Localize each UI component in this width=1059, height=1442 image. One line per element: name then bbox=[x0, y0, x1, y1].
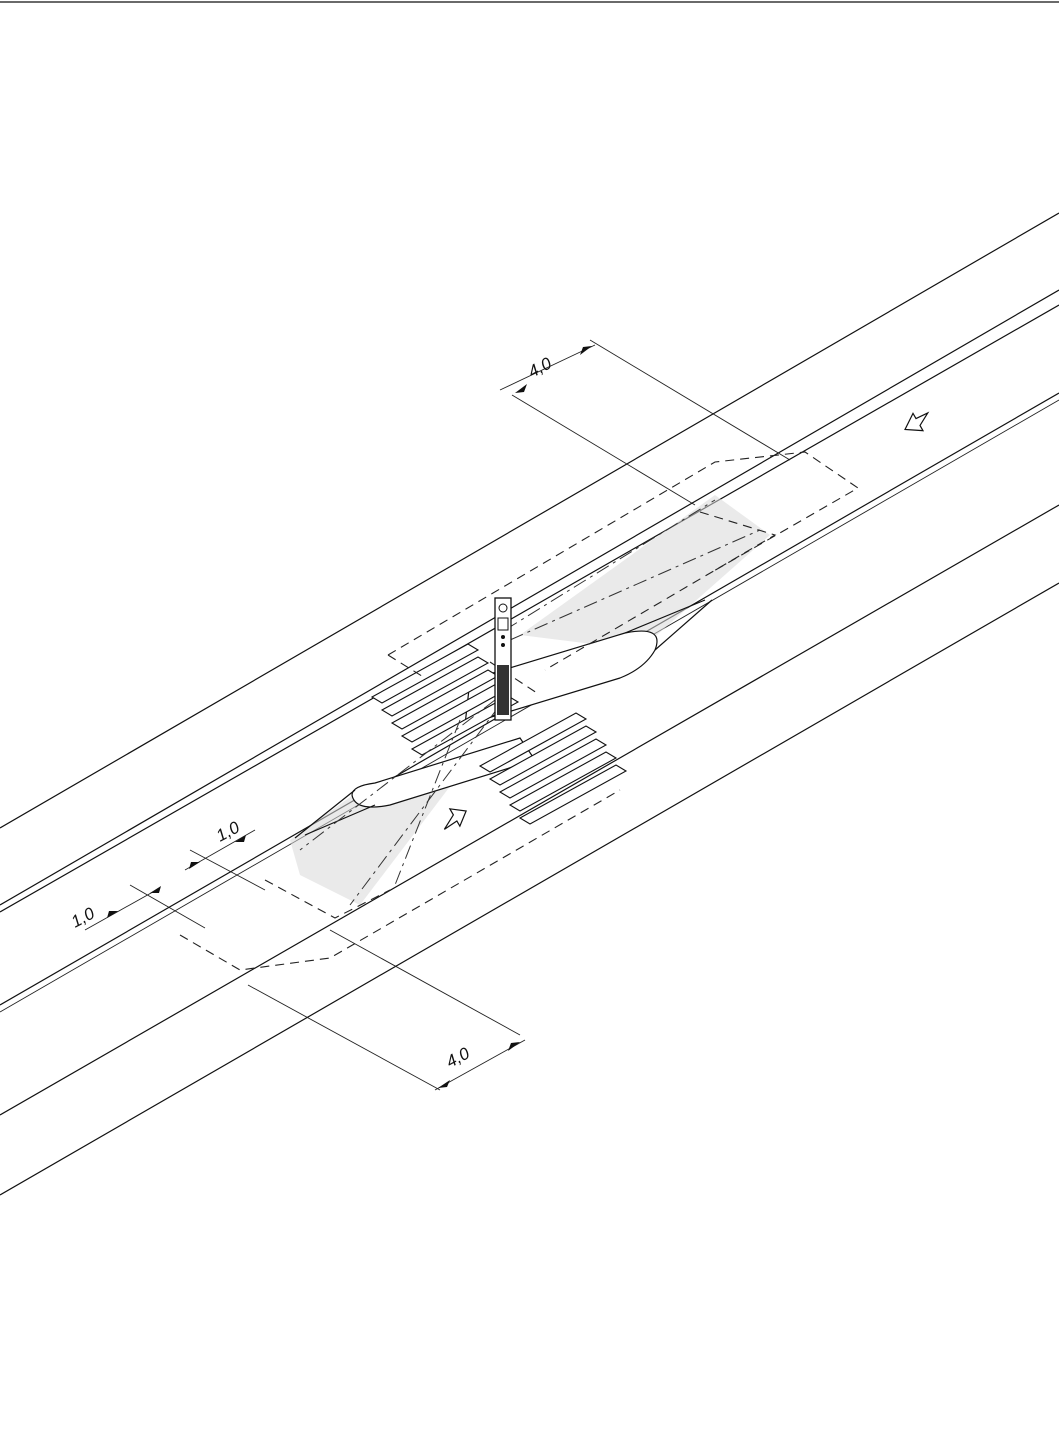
dimension-line bbox=[499, 344, 596, 391]
road-edge-7 bbox=[0, 582, 1059, 1196]
zone-upper bbox=[520, 495, 770, 650]
extension-line bbox=[189, 849, 266, 891]
extension-line bbox=[247, 984, 441, 1091]
dimension-offset-inner: 1,0 bbox=[184, 817, 266, 891]
extension-line bbox=[511, 394, 696, 506]
direction-arrow-icon bbox=[443, 808, 467, 830]
dimension-arrowhead bbox=[150, 886, 161, 893]
zebra-stripe bbox=[508, 751, 618, 812]
zebra-lower bbox=[478, 712, 628, 825]
extension-line bbox=[329, 929, 521, 1036]
pole-hatched-base bbox=[497, 665, 509, 715]
road-edge-2 bbox=[0, 289, 1059, 906]
island-lower bbox=[351, 737, 536, 808]
zebra-stripe bbox=[380, 656, 490, 717]
visibility-zones bbox=[290, 495, 770, 905]
dashed-outlines bbox=[179, 451, 860, 971]
sight-lines bbox=[299, 499, 761, 906]
dashed-lower-inner bbox=[264, 879, 391, 919]
zebra-stripe bbox=[498, 738, 608, 799]
zebra-stripe bbox=[518, 764, 628, 825]
dimension-arrowhead bbox=[508, 1042, 520, 1051]
dashed-upper-edge bbox=[387, 654, 426, 679]
dimension-label-offset-outer: 1,0 bbox=[68, 903, 98, 931]
dimension-arrowhead bbox=[235, 835, 246, 842]
island-upper-taper-2 bbox=[654, 599, 713, 651]
dimension-label-top: 4,0 bbox=[525, 353, 555, 381]
zebra-stripe bbox=[478, 712, 588, 773]
dimension-arrowhead bbox=[438, 1080, 450, 1088]
signal-dot-icon bbox=[501, 643, 505, 647]
sight-line bbox=[349, 704, 501, 906]
dimension-arrowhead bbox=[189, 862, 200, 869]
dashed-center-edge bbox=[489, 661, 541, 696]
dimension-offset-outer: 1,0 bbox=[68, 884, 206, 932]
island-upper-taper bbox=[624, 599, 706, 634]
dimension-label-bottom: 4,0 bbox=[443, 1043, 473, 1071]
zebra-upper bbox=[370, 643, 520, 756]
road-edge-6 bbox=[0, 504, 1059, 1116]
road-edge-1 bbox=[0, 212, 1059, 829]
dashed-upper-inner bbox=[544, 511, 777, 671]
sight-line bbox=[509, 529, 761, 641]
zone-lower bbox=[290, 760, 470, 905]
signal-pole bbox=[494, 597, 512, 721]
signal-lamp-icon bbox=[498, 603, 508, 613]
signal-head-icon bbox=[497, 617, 509, 631]
direction-arrow-icon bbox=[904, 411, 930, 432]
zebra-stripe bbox=[488, 725, 598, 786]
dimension-top: 4,0 bbox=[499, 339, 791, 506]
zebra-stripe bbox=[370, 643, 480, 704]
island-lower-taper bbox=[294, 789, 356, 839]
dimension-line bbox=[84, 887, 161, 931]
road-edge-3 bbox=[0, 304, 1059, 913]
extension-line bbox=[589, 339, 791, 461]
dashed-lower-outer bbox=[179, 789, 621, 971]
dimension-arrowhead bbox=[107, 911, 118, 918]
extension-line bbox=[129, 884, 206, 929]
dimension-bottom: 4,0 bbox=[247, 929, 526, 1091]
dimension-arrowhead bbox=[515, 384, 527, 393]
island-lower-taper-2 bbox=[304, 804, 376, 836]
signal-dot-icon bbox=[501, 635, 505, 639]
zebra-stripe bbox=[410, 695, 520, 756]
dimension-arrowhead bbox=[580, 346, 592, 355]
sight-line bbox=[394, 719, 461, 886]
dashed-upper-outer bbox=[387, 451, 860, 656]
